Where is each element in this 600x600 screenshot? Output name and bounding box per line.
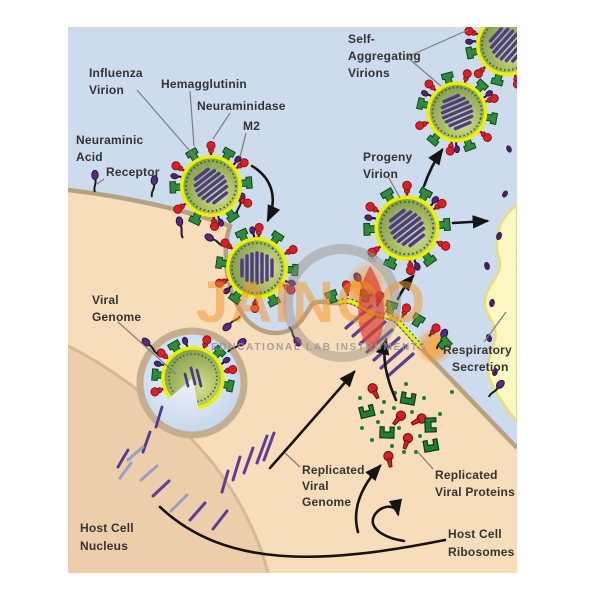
arrow-genome-to-budding <box>268 370 356 470</box>
arrow-ribosome-loop <box>371 498 406 543</box>
diagram-labels: Influenza Virion Hemagglutinin Neuramini… <box>76 32 515 559</box>
label-neuraminidase: Neuraminidase <box>197 99 286 113</box>
label-replicated-viral-genome-2: Viral <box>302 479 329 493</box>
watermark-registered-icon: ® <box>368 251 377 265</box>
arrow-ribosomes-to-proteins <box>354 464 382 534</box>
watermark-circle-logo <box>283 244 401 362</box>
arrow-budding-to-progeny <box>396 274 415 301</box>
leader-lines <box>96 29 507 470</box>
arrow-attachment-to-endocytosis <box>250 164 281 223</box>
label-influenza-virion-2: Virion <box>89 83 124 97</box>
watermark-brand: JAINCO <box>196 270 427 335</box>
host-cell <box>68 187 517 573</box>
label-hemagglutinin: Hemagglutinin <box>161 77 247 91</box>
replicated-genome-segments <box>220 431 276 494</box>
secretion-virus-particles <box>484 145 512 377</box>
watermark-drop-icon <box>358 266 385 352</box>
viral-genome-in-endosome <box>183 366 203 388</box>
genome-in-nucleus <box>118 445 229 531</box>
label-viral-genome: Viral <box>92 293 119 307</box>
arrow-nucleus-to-ribosomes <box>158 505 447 559</box>
label-m2: M2 <box>243 119 260 133</box>
label-neuraminic-acid-2: Acid <box>76 150 103 164</box>
replicated-viral-proteins-cluster <box>358 381 454 469</box>
label-respiratory-secretion-2: Secretion <box>452 360 509 374</box>
label-host-cell-nucleus-2: Nucleus <box>80 539 128 553</box>
process-arrows <box>158 147 490 559</box>
arrow-proteins-to-budding <box>375 337 398 402</box>
watermark-tagline: EDUCATIONAL LAB INSTRUMENTS <box>211 342 427 353</box>
escaping-genome-segments <box>116 405 164 469</box>
label-respiratory-secretion: Respiratory <box>443 343 512 357</box>
label-host-cell-nucleus: Host Cell <box>80 521 134 535</box>
label-neuraminic-acid: Neuraminic <box>76 133 143 147</box>
label-progeny-virion: Progeny <box>363 150 413 164</box>
label-influenza-virion: Influenza <box>89 66 143 80</box>
label-self-aggregating: Self- <box>348 32 375 46</box>
label-replicated-viral-proteins: Replicated <box>435 468 498 482</box>
label-replicated-viral-genome: Replicated <box>302 463 365 477</box>
label-host-cell-ribosomes-2: Ribosomes <box>448 545 515 559</box>
label-viral-genome-2: Genome <box>92 310 141 324</box>
endosome-uncoating <box>136 327 249 439</box>
viral-protein-dots <box>358 382 454 454</box>
arrow-progeny-to-secretion <box>451 215 490 229</box>
arrow-progeny-to-aggregate <box>422 147 444 188</box>
host-cell-nucleus-region <box>68 346 268 573</box>
respiratory-secretion-blob <box>483 145 517 425</box>
budding-virion-membrane <box>324 279 453 352</box>
label-self-aggregating-2: Aggregating <box>348 49 421 63</box>
label-replicated-viral-proteins-2: Viral Proteins <box>435 485 515 499</box>
watermark: JAINCO ® EDUCATIONAL LAB INSTRUMENTS <box>196 244 427 362</box>
label-host-cell-ribosomes: Host Cell <box>448 527 502 541</box>
label-progeny-virion-2: Virion <box>363 167 398 181</box>
label-self-aggregating-3: Virions <box>348 66 390 80</box>
label-receptor: Receptor <box>106 165 160 179</box>
label-replicated-viral-genome-3: Genome <box>302 495 351 509</box>
